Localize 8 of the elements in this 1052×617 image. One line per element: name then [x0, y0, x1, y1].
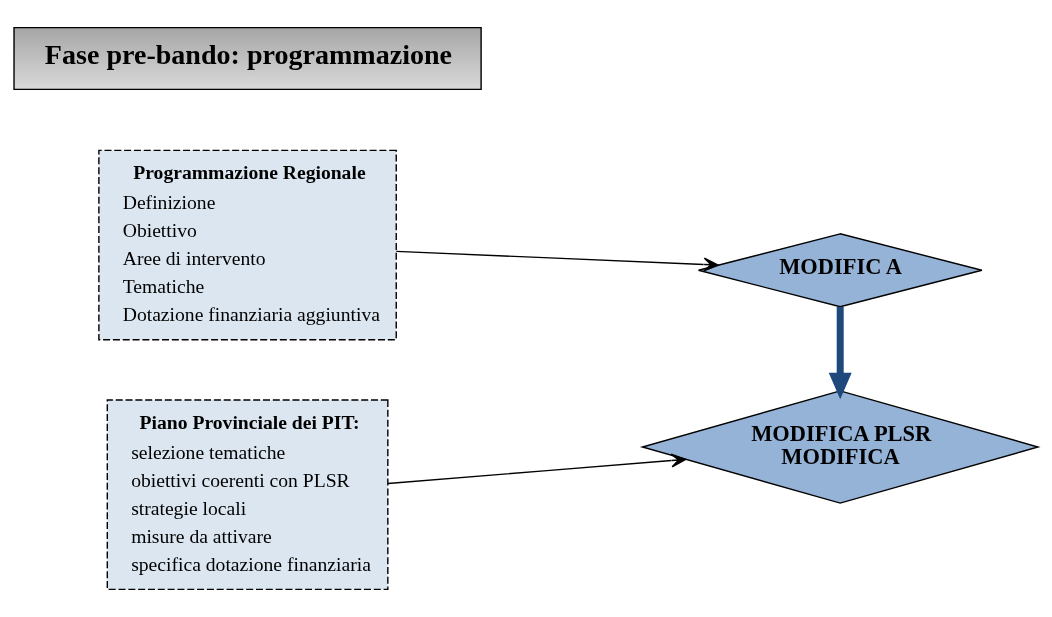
node-box: Piano Provinciale dei PIT: selezione tematiche obiettivi coerenti con PLSR strategie locali misure da attivare specifica dotazione finanziaria [106, 399, 389, 591]
node-box: Programmazione Regionale Definizione Obiettivo Aree di intervento Tematiche Dotazione finanziaria aggiuntiva [98, 149, 397, 341]
node-box: Fase pre-bando: programmazione [13, 26, 482, 91]
arrow [828, 306, 852, 400]
arrow [387, 453, 687, 485]
node-diamond: MODIFIC A [697, 233, 983, 308]
node-diamond: MODIFICA PLSR MODIFICA [639, 390, 1041, 504]
arrow [395, 250, 719, 272]
